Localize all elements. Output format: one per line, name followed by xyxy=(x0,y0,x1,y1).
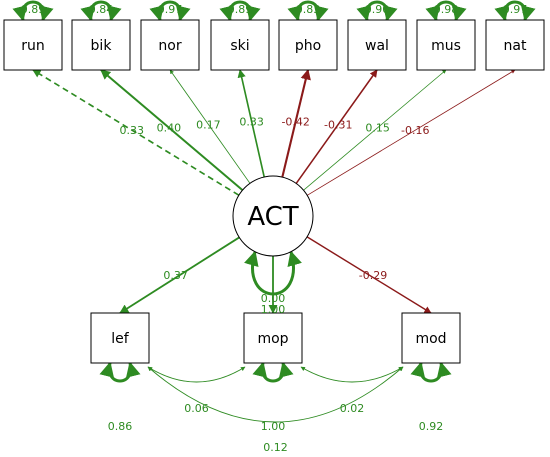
node-mop xyxy=(243,312,303,364)
loading-label-lef: 0.37 xyxy=(163,269,188,282)
covariance-lef-mop-label: 0.06 xyxy=(184,402,209,415)
loading-edge-run xyxy=(32,69,240,196)
latent-node-act xyxy=(232,175,314,257)
node-label-mop: mop xyxy=(257,331,288,347)
latent-intercept-label: 0.00 xyxy=(261,292,286,305)
node-lef xyxy=(90,312,150,364)
loading-label-bik: 0.40 xyxy=(157,122,182,135)
variance-loop-lef xyxy=(99,361,141,383)
node-nat xyxy=(485,19,545,71)
variance-label-mus: 0.98 xyxy=(434,3,459,16)
node-ski xyxy=(210,19,270,71)
node-run xyxy=(3,19,63,71)
loading-edge-pho xyxy=(281,68,311,178)
variance-loop-nat xyxy=(494,0,536,22)
variance-label-nor: 0.97 xyxy=(158,3,183,16)
loading-label-mod: -0.29 xyxy=(359,269,387,282)
variance-loop-mus xyxy=(425,0,467,22)
variance-label-bik: 0.84 xyxy=(89,3,114,16)
variance-label-wal: 0.90 xyxy=(365,3,390,16)
node-label-run: run xyxy=(21,38,45,54)
variance-label-pho: 0.83 xyxy=(296,3,321,16)
node-mus xyxy=(416,19,476,71)
loading-edge-nor xyxy=(169,69,251,184)
node-label-lef: lef xyxy=(111,331,130,347)
labels-layer: 0.33 0.89 0.40 0.84 0.17 0.97 0.33 0.89 -0.42 0.8… xyxy=(21,3,528,454)
covariance-lef-mod xyxy=(147,366,404,423)
variance-label-run: 0.89 xyxy=(21,3,46,16)
loading-label-nat: -0.16 xyxy=(401,124,429,137)
variance-loop-mop xyxy=(252,361,294,383)
node-nor xyxy=(140,19,200,71)
loading-label-nor: 0.17 xyxy=(196,118,221,131)
loading-label-pho: -0.42 xyxy=(281,115,309,128)
covariance-mop-mod xyxy=(300,366,404,383)
node-label-nor: nor xyxy=(158,38,181,54)
node-mod xyxy=(401,312,461,364)
variance-loop-pho xyxy=(287,0,329,22)
variance-label-ski: 0.89 xyxy=(228,3,253,16)
loading-edge-lef xyxy=(119,236,240,314)
variance-label-lef: 0.86 xyxy=(108,420,133,433)
loading-edge-nat xyxy=(307,69,516,196)
variance-loop-mod xyxy=(410,361,452,383)
loading-label-wal: -0.31 xyxy=(324,118,352,131)
variance-loop-bik xyxy=(80,0,122,22)
node-label-wal: wal xyxy=(365,38,389,54)
nodes-layer: run bik nor ski pho wal mus nat lef mop mod ACT xyxy=(3,19,545,364)
node-label-mus: mus xyxy=(431,38,461,54)
latent-variance-label: 1.00 xyxy=(261,303,286,316)
variance-loop-run xyxy=(12,0,54,22)
variance-label-mop: 1.00 xyxy=(261,420,286,433)
loading-label-mus: 0.15 xyxy=(365,122,390,135)
covariance-mop-mod-label: 0.02 xyxy=(340,402,365,415)
node-bik xyxy=(71,19,131,71)
latent-label: ACT xyxy=(247,202,298,232)
variance-loop-ski xyxy=(219,0,261,22)
variance-loop-wal xyxy=(356,0,398,22)
node-label-nat: nat xyxy=(504,38,527,54)
edges-layer xyxy=(12,0,536,423)
node-pho xyxy=(278,19,338,71)
loading-edge-mod xyxy=(306,236,432,314)
loading-edge-ski xyxy=(237,69,265,178)
node-label-mod: mod xyxy=(415,331,446,347)
loading-label-ski: 0.33 xyxy=(239,115,264,128)
variance-loop-nor xyxy=(149,0,191,22)
loading-edge-bik xyxy=(100,69,244,191)
node-label-ski: ski xyxy=(230,38,249,54)
node-wal xyxy=(347,19,407,71)
loading-edge-mus xyxy=(303,69,447,191)
covariance-lef-mop xyxy=(147,366,246,383)
node-label-bik: bik xyxy=(91,38,113,54)
variance-label-nat: 0.97 xyxy=(503,3,528,16)
covariance-lef-mod-label: 0.12 xyxy=(263,441,288,454)
loading-edge-wal xyxy=(295,69,378,184)
latent-variance-loop xyxy=(244,250,302,296)
node-label-pho: pho xyxy=(295,38,321,54)
loading-label-run: 0.33 xyxy=(120,124,145,137)
variance-label-mod: 0.92 xyxy=(419,420,444,433)
